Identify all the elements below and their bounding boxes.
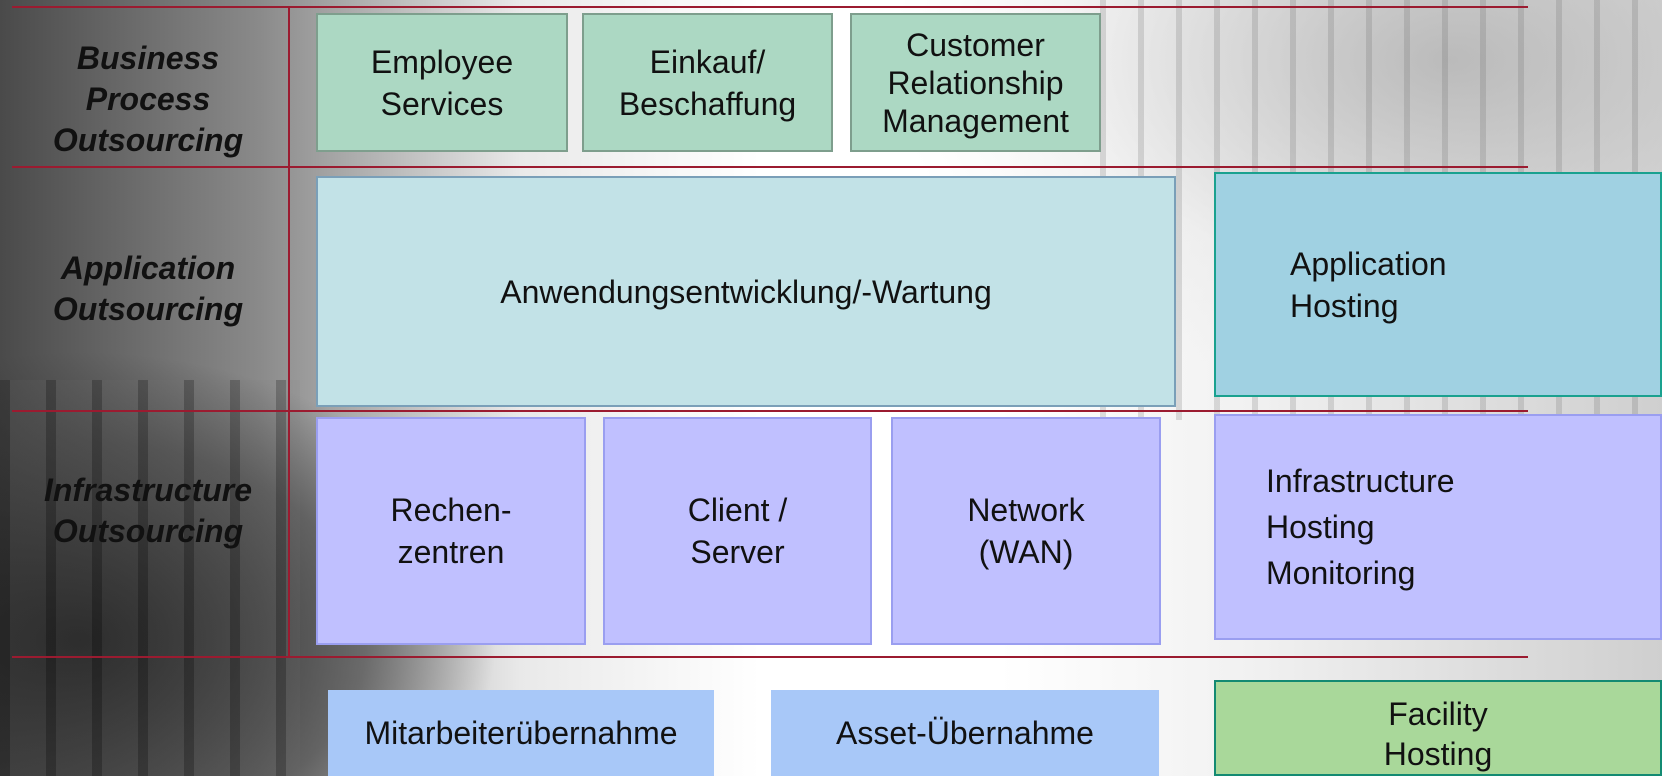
box-facility-hosting-label: Facility Hosting — [1383, 696, 1493, 772]
divider-application-infrastructure — [12, 410, 1528, 412]
box-einkauf-beschaffung-label: Einkauf/ Beschaffung — [618, 43, 797, 122]
box-application-development: Anwendungsentwicklung/-Wartung — [316, 176, 1176, 407]
box-einkauf-beschaffung: Einkauf/ Beschaffung — [582, 13, 833, 152]
box-employee-services-label: Employee Services — [370, 43, 514, 122]
background-server-image-left — [0, 380, 300, 776]
box-rechenzentren-label: Rechen- zentren — [390, 492, 512, 570]
divider-vertical — [288, 8, 290, 658]
box-client-server-label: Client / Server — [687, 492, 788, 570]
box-network-wan-label: Network (WAN) — [967, 492, 1085, 570]
divider-bpo-application — [12, 166, 1528, 168]
row-label-application: Application Outsourcing — [52, 250, 244, 327]
box-infrastructure-hosting-label: Infrastructure Hosting Monitoring — [1266, 463, 1455, 591]
box-client-server: Client / Server — [603, 417, 872, 645]
row-label-business-process: Business Process Outsourcing — [52, 40, 244, 158]
box-application-development-label: Anwendungsentwicklung/-Wartung — [500, 273, 992, 310]
divider-top — [12, 6, 1528, 8]
box-facility-hosting: Facility Hosting — [1214, 680, 1662, 776]
box-mitarbeiteruebernahme: Mitarbeiterübernahme — [328, 690, 714, 776]
box-customer-relationship-management: Customer Relationship Management — [850, 13, 1101, 152]
box-mitarbeiteruebernahme-label: Mitarbeiterübernahme — [364, 715, 678, 751]
box-asset-uebernahme: Asset-Übernahme — [771, 690, 1159, 776]
box-network-wan: Network (WAN) — [891, 417, 1161, 645]
box-customer-relationship-management-label: Customer Relationship Management — [882, 26, 1069, 139]
box-application-hosting: Application Hosting — [1214, 172, 1662, 397]
divider-infrastructure-bottom — [12, 656, 1528, 658]
box-employee-services: Employee Services — [316, 13, 568, 152]
box-rechenzentren: Rechen- zentren — [316, 417, 586, 645]
row-label-infrastructure: Infrastructure Outsourcing — [43, 472, 253, 549]
box-infrastructure-hosting: Infrastructure Hosting Monitoring — [1214, 414, 1662, 640]
box-asset-uebernahme-label: Asset-Übernahme — [836, 715, 1094, 751]
box-application-hosting-label: Application Hosting — [1290, 245, 1447, 324]
